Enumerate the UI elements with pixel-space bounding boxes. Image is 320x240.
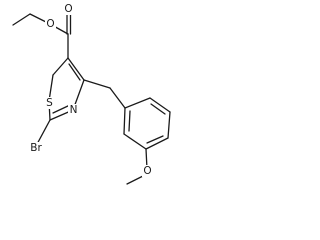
bond-c2-br bbox=[35, 119, 51, 147]
bromine-label: Br bbox=[30, 142, 42, 154]
methoxy-oxygen-label: O bbox=[143, 165, 151, 177]
bond-benz-3-4 bbox=[167, 111, 171, 139]
bond-benz-4-5 bbox=[145, 137, 169, 150]
molecule-structure: O O S N Br O bbox=[12, 3, 171, 185]
bond-c4-ch2 bbox=[83, 79, 111, 89]
bond-ethyl-ch3-ch2 bbox=[12, 13, 31, 26]
bond-benz-5-6 bbox=[123, 133, 147, 150]
ring-nitrogen-label: N bbox=[70, 104, 78, 116]
bond-benz-2-3 bbox=[149, 97, 171, 113]
bond-ring-c5-s bbox=[52, 57, 69, 76]
bond-benz-6-1 bbox=[123, 107, 126, 135]
carbonyl-oxygen-label: O bbox=[64, 3, 72, 15]
bromine-bg bbox=[27, 142, 45, 154]
ester-oxygen-label: O bbox=[46, 18, 54, 30]
carbonyl-oxygen-bg bbox=[63, 3, 74, 15]
bond-ch2-benzene bbox=[109, 87, 126, 109]
ring-nitrogen-bg bbox=[68, 104, 79, 116]
ester-oxygen-bg bbox=[45, 18, 56, 30]
bond-benz-inner-b bbox=[146, 135, 164, 144]
bond-ring-c5-c4 bbox=[67, 57, 85, 81]
ring-sulfur-bg bbox=[45, 97, 55, 109]
ring-sulfur-label: S bbox=[46, 97, 53, 109]
bond-ring-n-c2-inner bbox=[52, 104, 71, 114]
bond-benz-inner-c bbox=[128, 110, 131, 132]
bond-benz-1-2 bbox=[124, 97, 151, 109]
bond-ring-c5-c4-inner bbox=[68, 63, 81, 81]
bond-benz-inner-a bbox=[150, 103, 166, 115]
methoxy-oxygen-bg bbox=[142, 165, 153, 177]
bond-ring-s-c2 bbox=[48, 74, 54, 102]
